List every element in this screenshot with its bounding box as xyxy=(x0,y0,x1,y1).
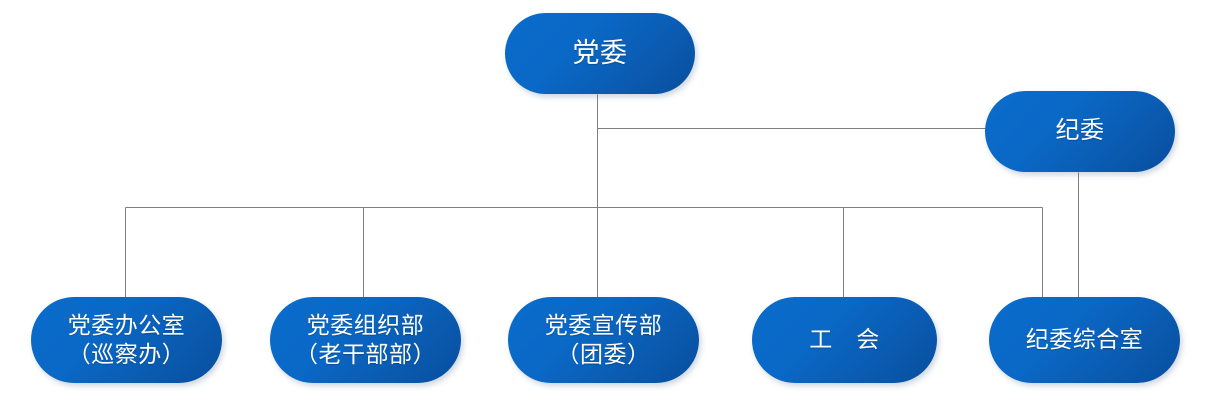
node-organization-dept[interactable]: 党委组织部 （老干部部） xyxy=(270,297,461,383)
node-party-committee[interactable]: 党委 xyxy=(505,13,695,94)
node-party-office[interactable]: 党委办公室 （巡察办） xyxy=(31,297,222,383)
node-discipline-commission[interactable]: 纪委 xyxy=(985,91,1175,172)
node-discipline-general-office[interactable]: 纪委综合室 xyxy=(989,297,1180,383)
node-labor-union[interactable]: 工 会 xyxy=(752,297,937,383)
node-propaganda-dept[interactable]: 党委宣传部 （团委） xyxy=(508,297,699,383)
